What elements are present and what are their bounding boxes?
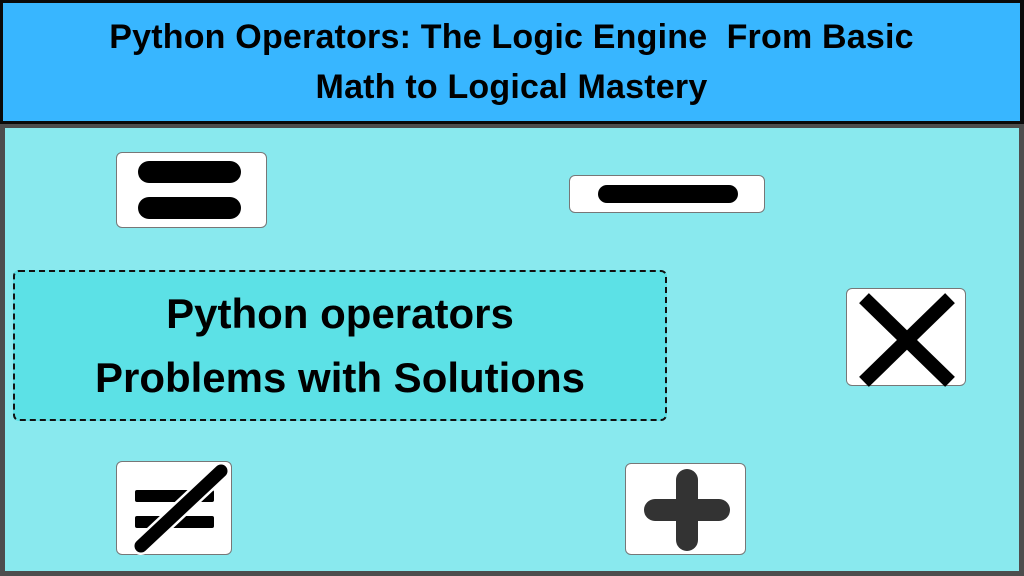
multiply-card	[846, 288, 966, 387]
callout-line-1: Python operators	[166, 289, 514, 337]
title-banner: Python Operators: The Logic Engine From …	[0, 0, 1024, 124]
title-line-2: Math to Logical Mastery	[315, 68, 708, 106]
title-line-1: Python Operators: The Logic Engine From …	[109, 18, 914, 56]
multiply-icon	[859, 293, 955, 387]
not-equal-card	[116, 461, 232, 555]
plus-card	[625, 463, 746, 555]
plus-icon	[644, 469, 730, 551]
callout-line-2: Problems with Solutions	[94, 353, 586, 401]
minus-icon	[598, 185, 738, 203]
equals-icon	[138, 161, 241, 219]
equals-card	[116, 152, 267, 228]
minus-card	[569, 175, 765, 213]
callout-box: Python operators Problems with Solutions	[13, 270, 667, 421]
not-equal-icon	[132, 462, 230, 555]
